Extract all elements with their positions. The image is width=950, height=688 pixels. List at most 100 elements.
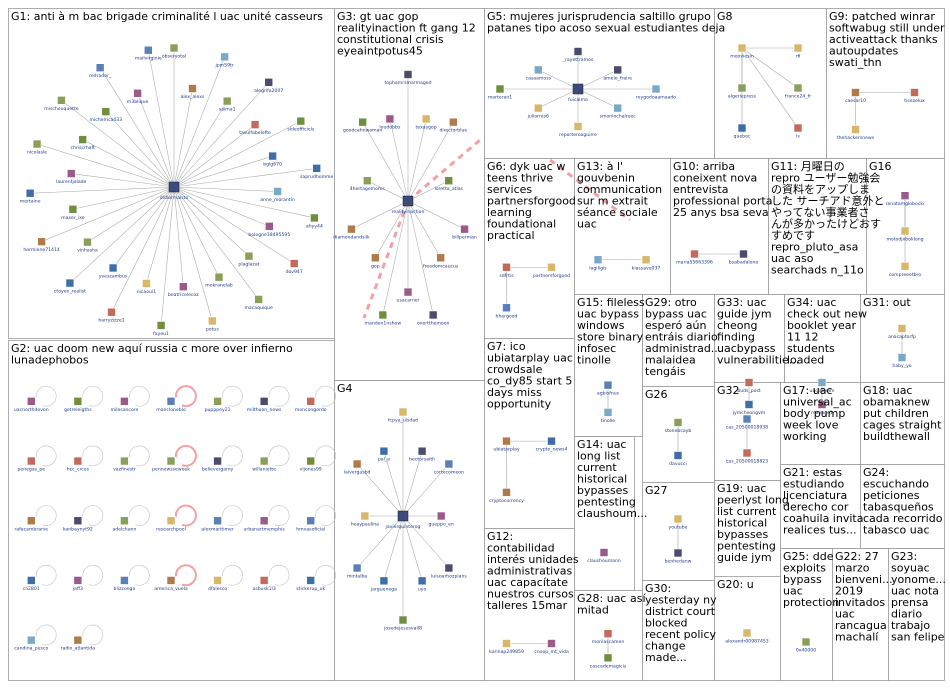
node-laurentjalade[interactable] bbox=[66, 169, 76, 178]
node-anacaptorfp[interactable] bbox=[897, 324, 907, 333]
node-pupppey21[interactable] bbox=[213, 397, 222, 406]
node-bglg670[interactable] bbox=[268, 151, 277, 161]
node-hcc-crcos[interactable] bbox=[73, 456, 83, 466]
node-4hertagemoms[interactable] bbox=[362, 176, 372, 186]
node-thehackersnews[interactable] bbox=[851, 125, 860, 134]
node-0x40000[interactable] bbox=[801, 637, 811, 647]
node-compreeetbro[interactable] bbox=[900, 262, 910, 271]
node-ahyy44[interactable] bbox=[310, 213, 319, 223]
node-moncongordo[interactable] bbox=[306, 397, 316, 406]
node-smonlochalreec[interactable] bbox=[613, 103, 623, 113]
node-saprudhomme[interactable] bbox=[312, 164, 321, 173]
node-harryzizze1[interactable] bbox=[107, 307, 116, 317]
node-adelchann[interactable] bbox=[120, 516, 129, 526]
node-tasulfabelefte[interactable] bbox=[250, 120, 260, 129]
node-billperman[interactable] bbox=[460, 224, 469, 234]
node-fayeu1[interactable] bbox=[156, 321, 166, 330]
node-anne-morantin[interactable] bbox=[273, 187, 282, 196]
node-manage1[interactable] bbox=[817, 400, 827, 409]
node-goodcahnwoman[interactable] bbox=[358, 117, 367, 127]
node-pennewsseweek[interactable] bbox=[166, 456, 176, 466]
node-reporteroaguirre[interactable] bbox=[573, 122, 583, 131]
node-macaquique[interactable] bbox=[254, 295, 263, 304]
node-sideofficiels[interactable] bbox=[296, 116, 306, 126]
node-asbusk1l3[interactable] bbox=[259, 576, 269, 585]
node-cascademagicis[interactable] bbox=[603, 653, 613, 663]
node-ls[interactable] bbox=[793, 123, 803, 133]
node-kanbaynyt92[interactable] bbox=[73, 516, 83, 526]
node-urbanartmemphis[interactable] bbox=[259, 516, 269, 526]
node-lagiligis[interactable] bbox=[593, 255, 603, 265]
node-vinhasha[interactable] bbox=[83, 237, 92, 247]
node-pal-a[interactable] bbox=[379, 446, 389, 456]
node-alegrifa2007[interactable] bbox=[264, 78, 274, 87]
g5-hub-node[interactable] bbox=[572, 83, 584, 95]
node-mertaine[interactable] bbox=[25, 188, 35, 198]
node-jaff3[interactable] bbox=[73, 576, 83, 585]
node-beatricelecoz[interactable] bbox=[178, 282, 188, 291]
node-haby-yo[interactable] bbox=[897, 353, 907, 362]
node-chriscrhaft[interactable] bbox=[78, 135, 87, 144]
node-france24-fr[interactable] bbox=[793, 83, 803, 93]
node-yveszambus[interactable] bbox=[108, 263, 118, 273]
node-partnersforgood[interactable] bbox=[547, 262, 556, 272]
node-milesancore[interactable] bbox=[120, 397, 129, 406]
node-crypto-news4[interactable] bbox=[547, 436, 556, 446]
node-vljones99[interactable] bbox=[306, 456, 316, 466]
g1-hub-node[interactable] bbox=[168, 181, 180, 193]
node-mailvirginie[interactable] bbox=[143, 45, 153, 55]
node-bsabadalona[interactable] bbox=[739, 249, 748, 259]
node-luisoarhozplans[interactable] bbox=[444, 563, 454, 573]
node-tinolle[interactable] bbox=[603, 408, 613, 417]
node-jymcheongvm[interactable] bbox=[744, 400, 754, 409]
node-uacshoolm[interactable] bbox=[817, 378, 827, 387]
node-morilascamen[interactable] bbox=[603, 629, 613, 638]
node-quebec[interactable] bbox=[737, 123, 747, 133]
node-algeriepress[interactable] bbox=[737, 83, 747, 93]
node-josedejesusvall8[interactable] bbox=[398, 615, 408, 625]
node-hectorsaith[interactable] bbox=[417, 446, 427, 456]
node-dfalesco[interactable] bbox=[213, 576, 222, 585]
node-uyo[interactable] bbox=[417, 576, 427, 586]
node-alex-alexs[interactable] bbox=[188, 84, 197, 93]
node-bologne18495595[interactable] bbox=[265, 222, 274, 231]
node-gueppo-en[interactable] bbox=[436, 511, 446, 521]
node-mokranelab[interactable] bbox=[214, 272, 224, 282]
node-rfi[interactable] bbox=[793, 43, 803, 53]
node-vazfinestr[interactable] bbox=[120, 456, 129, 466]
node-hmvasoficial[interactable] bbox=[306, 516, 316, 526]
node-alexandr00987453[interactable] bbox=[742, 628, 752, 638]
node-tophamrsmarmaged[interactable] bbox=[403, 70, 413, 79]
node-juliorres6[interactable] bbox=[533, 103, 543, 113]
node-m3blique[interactable] bbox=[133, 89, 142, 98]
node-radio-atlantida[interactable] bbox=[73, 635, 83, 645]
node-potus[interactable] bbox=[208, 316, 217, 326]
node-loudobbs[interactable] bbox=[385, 114, 395, 124]
node-claushoumann[interactable] bbox=[599, 548, 609, 557]
node-candina-pusco[interactable] bbox=[26, 635, 36, 645]
node-ubiatarplay[interactable] bbox=[502, 436, 511, 446]
node-getreleigths[interactable] bbox=[73, 397, 83, 406]
node-youtube[interactable] bbox=[673, 514, 683, 524]
node--rayettramos[interactable] bbox=[573, 47, 583, 56]
node-uacnorthdevon[interactable] bbox=[26, 397, 36, 406]
node-overtthemoon[interactable] bbox=[428, 310, 438, 320]
node-mooviesin[interactable] bbox=[737, 43, 747, 53]
node-researchpool[interactable] bbox=[166, 516, 176, 526]
node-saima1[interactable] bbox=[222, 96, 232, 106]
node-cortecomeon[interactable] bbox=[444, 459, 454, 469]
node-texasgop[interactable] bbox=[421, 114, 431, 124]
node-cas-20500018938[interactable] bbox=[742, 414, 752, 424]
node-hhergood[interactable] bbox=[502, 303, 511, 313]
node-mancloneblo[interactable] bbox=[166, 397, 176, 406]
node-cli2801[interactable] bbox=[26, 576, 36, 585]
node-sdfrtis[interactable] bbox=[502, 262, 511, 272]
node-jpm59tr[interactable] bbox=[220, 52, 229, 62]
node-michelrica433[interactable] bbox=[101, 107, 111, 116]
node-cnoop-mt-vida[interactable] bbox=[547, 639, 556, 648]
node-cas-20500018823[interactable] bbox=[742, 448, 752, 458]
node-directorblue[interactable] bbox=[449, 117, 458, 127]
node-mintalba[interactable] bbox=[352, 563, 362, 573]
node-penegas-pe[interactable] bbox=[26, 456, 36, 466]
node-reygodoaamaado[interactable] bbox=[651, 84, 661, 94]
